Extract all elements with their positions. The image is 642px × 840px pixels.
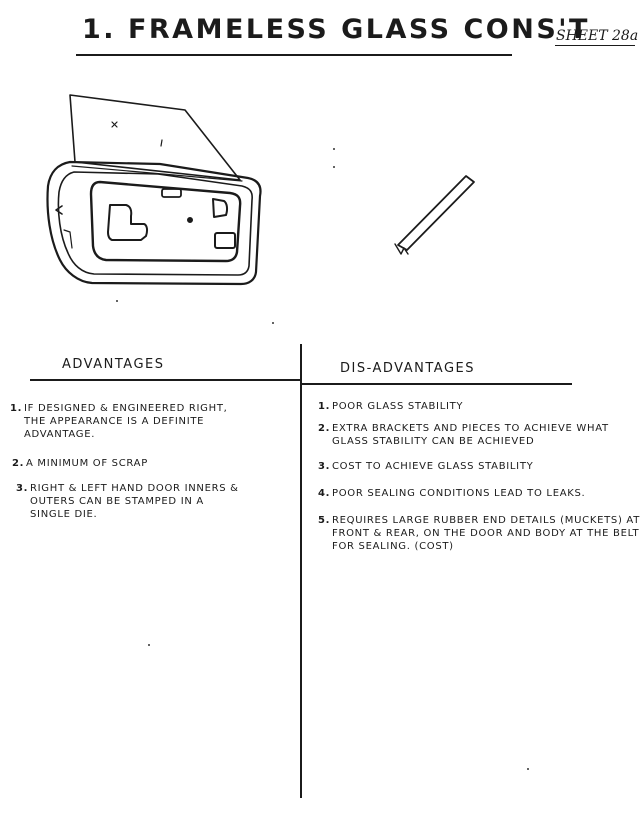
advantages-list: 1. IF DESIGNED & ENGINEERED RIGHT, THE A…	[10, 402, 246, 533]
disadvantage-item: 2. EXTRA BRACKETS AND PIECES TO ACHIEVE …	[318, 422, 640, 448]
item-number: 1.	[318, 401, 331, 412]
front-edge-strip	[63, 229, 73, 249]
item-text: RIGHT & LEFT HAND DOOR INNERS & OUTERS C…	[30, 483, 239, 520]
cutout-slot	[161, 188, 182, 198]
disadvantage-item: 1. POOR GLASS STABILITY	[318, 400, 640, 413]
column-divider	[300, 344, 302, 798]
speck-mark	[116, 300, 118, 302]
sheet-label-underline	[555, 45, 635, 46]
item-number: 5.	[318, 515, 331, 526]
item-number: 1.	[10, 403, 23, 414]
belt-line	[71, 165, 243, 182]
item-number: 3.	[318, 461, 331, 472]
item-number: 4.	[318, 488, 331, 499]
glass-mark-tick	[160, 139, 163, 147]
cutout-hole	[187, 217, 193, 223]
page-title: 1. FRAMELESS GLASS CONS'T	[82, 14, 590, 45]
speck-mark	[333, 166, 335, 168]
speck-mark	[527, 768, 529, 770]
advantage-item: 1. IF DESIGNED & ENGINEERED RIGHT, THE A…	[10, 402, 246, 441]
advantages-heading: ADVANTAGES	[62, 357, 165, 372]
item-number: 2.	[318, 423, 331, 434]
speck-mark	[148, 644, 150, 646]
sheet-label: SHEET 28a	[556, 28, 639, 44]
door-sketch-illustration	[46, 94, 475, 286]
section-strip-outline	[397, 175, 475, 251]
item-text: REQUIRES LARGE RUBBER END DETAILS (MUCKE…	[332, 515, 641, 552]
item-text: EXTRA BRACKETS AND PIECES TO ACHIEVE WHA…	[332, 423, 609, 447]
advantages-heading-rule	[30, 379, 300, 381]
disadvantages-heading: DIS-ADVANTAGES	[340, 361, 475, 376]
glass-pane-outline	[69, 94, 241, 181]
item-text: POOR SEALING CONDITIONS LEAD TO LEAKS.	[332, 488, 586, 499]
item-text: A MINIMUM OF SCRAP	[26, 458, 148, 469]
title-underline	[76, 54, 512, 56]
door-inner-panel	[89, 180, 242, 263]
door-inner-shell	[57, 171, 253, 276]
item-text: IF DESIGNED & ENGINEERED RIGHT, THE APPE…	[24, 403, 228, 440]
item-number: 2.	[12, 458, 25, 469]
item-number: 3.	[16, 483, 29, 494]
section-strip-break	[394, 243, 409, 255]
disadvantage-item: 3. COST TO ACHIEVE GLASS STABILITY	[318, 460, 640, 473]
disadvantages-heading-rule	[302, 383, 572, 385]
door-outer-shell	[46, 160, 262, 286]
disadvantage-item: 5. REQUIRES LARGE RUBBER END DETAILS (MU…	[318, 514, 640, 553]
glass-mark-x	[111, 121, 118, 128]
speck-mark	[333, 148, 335, 150]
speck-mark	[272, 322, 274, 324]
front-edge-detail	[55, 205, 63, 215]
item-text: COST TO ACHIEVE GLASS STABILITY	[332, 461, 534, 472]
disadvantage-item: 4. POOR SEALING CONDITIONS LEAD TO LEAKS…	[318, 487, 640, 500]
advantage-item: 2. A MINIMUM OF SCRAP	[10, 457, 246, 470]
cutout-right-lower	[214, 232, 236, 249]
cutout-right-upper	[212, 198, 229, 218]
disadvantages-list: 1. POOR GLASS STABILITY 2. EXTRA BRACKET…	[318, 400, 640, 565]
advantage-item: 3. RIGHT & LEFT HAND DOOR INNERS & OUTER…	[10, 482, 246, 521]
cutout-left	[107, 204, 149, 241]
item-text: POOR GLASS STABILITY	[332, 401, 464, 412]
